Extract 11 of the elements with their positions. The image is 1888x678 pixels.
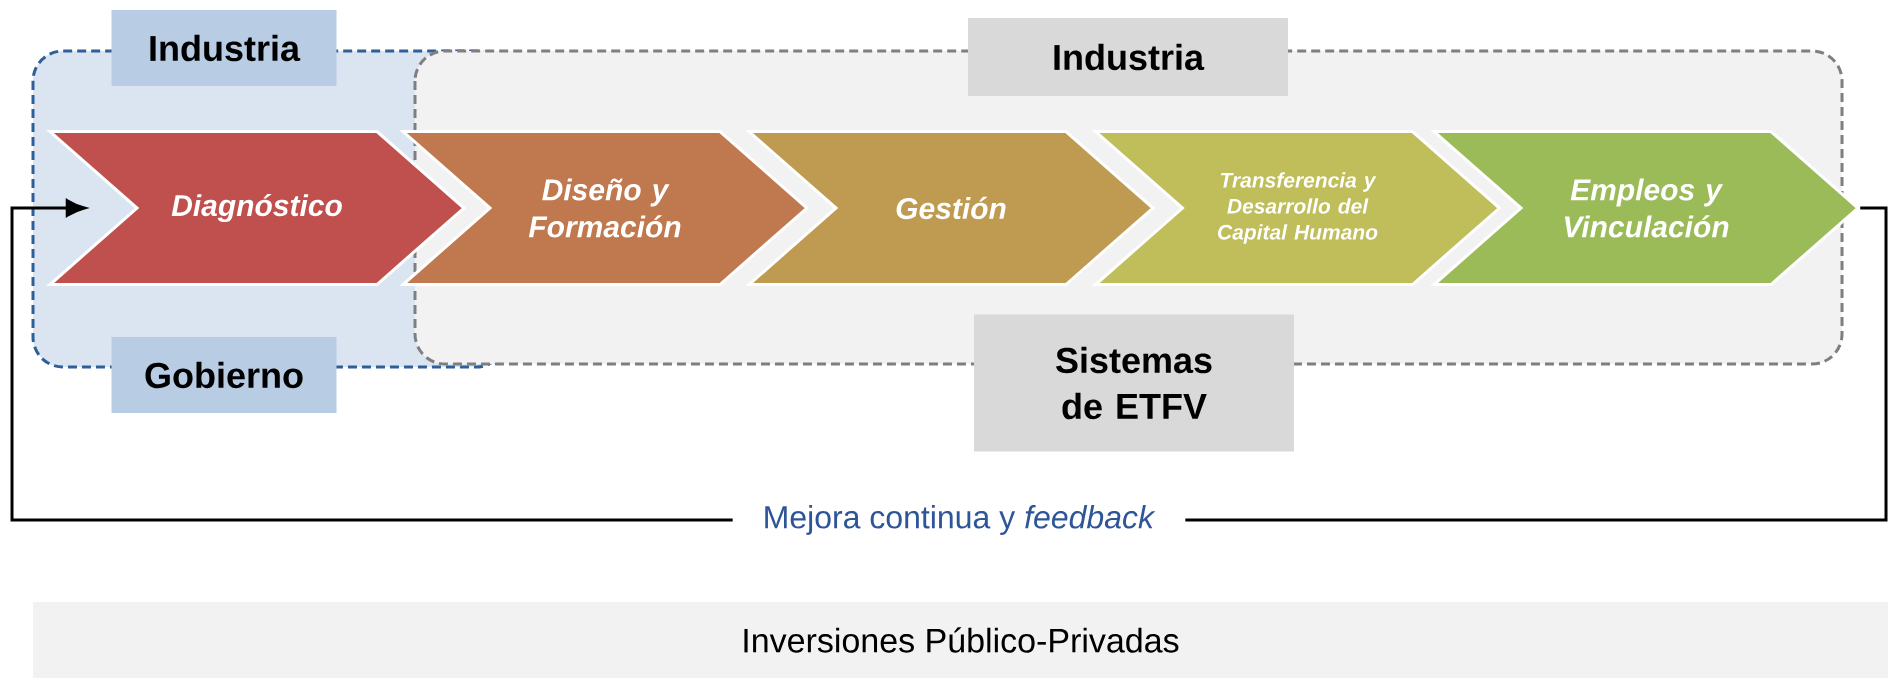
band: Inversiones Público-Privadas [33, 602, 1888, 678]
process-step: Empleos y Vinculación [1430, 130, 1861, 286]
process-step: Transferencia y Desarrollo del Capital Humano [1091, 130, 1502, 286]
process-step: Diseño y Formación [399, 130, 810, 286]
process-step: Gestión [745, 130, 1156, 286]
label-box: Industria [111, 10, 337, 86]
label-box: Gobierno [111, 337, 337, 413]
process-step: Diagnóstico [46, 130, 467, 286]
label-box: Sistemas de ETFV [974, 314, 1294, 452]
edge-label: Mejora continua y feedback [732, 501, 1186, 539]
label-box: Industria [968, 18, 1288, 96]
